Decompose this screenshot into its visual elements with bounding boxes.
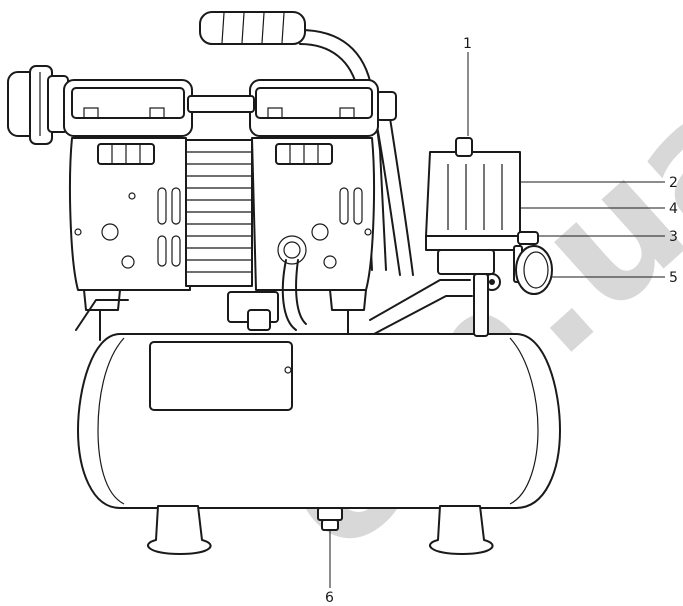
tank-label-plate [149,341,293,411]
callout-labels: 1 2 4 3 5 6 [325,36,678,606]
carry-handle [199,11,414,276]
callout-leaders [329,52,665,588]
motor-housing [63,79,379,331]
air-filter [7,65,69,145]
callout-1: 1 [463,36,472,52]
callout-2: 2 [669,175,678,191]
callout-4: 4 [669,201,678,217]
pressure-switch [425,137,553,337]
callout-5: 5 [669,270,678,286]
handle-grip [199,11,306,45]
on-off-knob [455,137,473,157]
pressure-gauge [515,245,553,295]
drain-valve [317,507,343,531]
callout-6: 6 [325,590,334,606]
motor-mounts [75,279,473,341]
callout-3: 3 [669,229,678,245]
air-tank [77,333,561,555]
